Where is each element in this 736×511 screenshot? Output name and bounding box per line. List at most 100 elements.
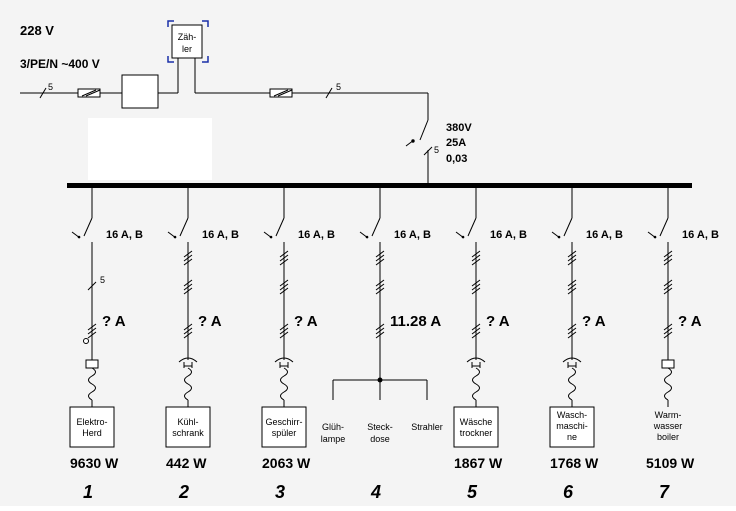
circuit-number: 1: [83, 482, 93, 502]
circuit-wire-count: 5: [100, 275, 105, 285]
device-label: maschi-: [556, 421, 588, 431]
wire-tick: [183, 283, 193, 291]
breaker-rating: 16 A, B: [490, 229, 527, 241]
device-power: 1867 W: [454, 455, 503, 471]
circuit-current: ? A: [198, 313, 222, 330]
device-label: ne: [567, 432, 577, 442]
device-box: [453, 406, 499, 448]
device-power: 2063 W: [262, 455, 311, 471]
fuse-symbol: [77, 88, 101, 98]
wire-tick: [663, 254, 673, 262]
wire-tick: [375, 279, 385, 287]
rcd-voltage: 380V: [446, 122, 472, 134]
device-box: [165, 406, 211, 448]
circuit-number: 4: [370, 482, 381, 502]
circuit-number: 3: [275, 482, 285, 502]
wire-tick: [567, 323, 577, 331]
wire-tick: [183, 254, 193, 262]
flex-cable: [88, 367, 96, 401]
breaker-switch: [659, 217, 669, 237]
wire-tick: [567, 258, 577, 266]
breaker-pivot: [173, 235, 177, 239]
load-label: Steck-: [367, 422, 393, 432]
wire-tick: [471, 283, 481, 291]
load-label: dose: [370, 434, 390, 444]
socket-symbol: [562, 357, 582, 363]
wire-tick: [567, 250, 577, 258]
breaker-rating: 16 A, B: [298, 229, 335, 241]
wire-tick: [663, 323, 673, 331]
flex-cable: [664, 367, 672, 401]
busbar: [67, 183, 692, 188]
wire-tick: [663, 250, 673, 258]
device-box: [69, 406, 115, 448]
circuit-number: 2: [178, 482, 189, 502]
device-power: 1768 W: [550, 455, 599, 471]
wire-tick: [471, 327, 481, 335]
wire-tick: [183, 287, 193, 295]
circuit-current: ? A: [582, 313, 606, 330]
wire-tick: [279, 323, 289, 331]
breaker-pivot: [653, 235, 657, 239]
breaker-rating: 16 A, B: [106, 229, 143, 241]
wire-tick: [87, 327, 97, 335]
wire-tick: [471, 331, 481, 339]
circuit-number: 5: [467, 482, 478, 502]
wire-tick: [87, 281, 97, 291]
meter-box: [167, 20, 209, 63]
breaker-rating: 16 A, B: [394, 229, 431, 241]
circuit-current: ? A: [102, 313, 126, 330]
wire-tick: [87, 331, 97, 339]
device-label: spüler: [272, 428, 297, 438]
selection-corners: [167, 20, 209, 63]
wire-tick: [183, 323, 193, 331]
wire-tick: [279, 254, 289, 262]
socket-symbol: [466, 357, 486, 363]
device-label: boiler: [657, 432, 679, 442]
wire-tick: [183, 250, 193, 258]
incoming-wire-count: 5: [48, 82, 53, 92]
fuse-symbol-2: [269, 88, 293, 98]
wire-tick: [567, 279, 577, 287]
device-label: Elektro-: [76, 417, 107, 427]
socket-symbol: [274, 357, 294, 363]
wire-tick: [279, 287, 289, 295]
wire-tick: [183, 327, 193, 335]
circuit-current: 11.28 A: [390, 313, 441, 330]
incoming-wire-mark: [39, 87, 333, 99]
main-wire-count: 5: [336, 82, 341, 92]
flex-cable: [280, 367, 288, 401]
blank-area: [88, 118, 212, 180]
wire-tick: [87, 323, 97, 331]
flex-cable: [184, 367, 192, 401]
device-box: [549, 406, 595, 448]
rcd-current: 25A: [446, 137, 466, 149]
meter-label-line1: Zäh-: [178, 32, 197, 42]
main-switch-box: [121, 74, 159, 109]
circuit-current: ? A: [294, 313, 318, 330]
wire-tick: [567, 254, 577, 262]
wire-tick: [567, 287, 577, 295]
device-label: wasser: [653, 421, 683, 431]
wire-tick: [279, 331, 289, 339]
breaker-pivot: [77, 235, 81, 239]
breaker-rating: 16 A, B: [682, 229, 719, 241]
wire-tick: [279, 279, 289, 287]
device-label: Wäsche: [460, 417, 493, 427]
wire-tick: [663, 283, 673, 291]
wire-tick: [279, 258, 289, 266]
wire-tick: [183, 258, 193, 266]
wire-tick: [279, 283, 289, 291]
device-power: 9630 W: [70, 455, 119, 471]
plug-symbol: [661, 359, 675, 369]
supply-system: 3/PE/N ~400 V: [20, 57, 100, 71]
circuit-current: ? A: [486, 313, 510, 330]
supply-voltage: 228 V: [20, 23, 54, 38]
breaker-switch: [179, 217, 189, 237]
wire-tick: [375, 250, 385, 258]
wire-tick: [375, 287, 385, 295]
device-label: schrank: [172, 428, 204, 438]
